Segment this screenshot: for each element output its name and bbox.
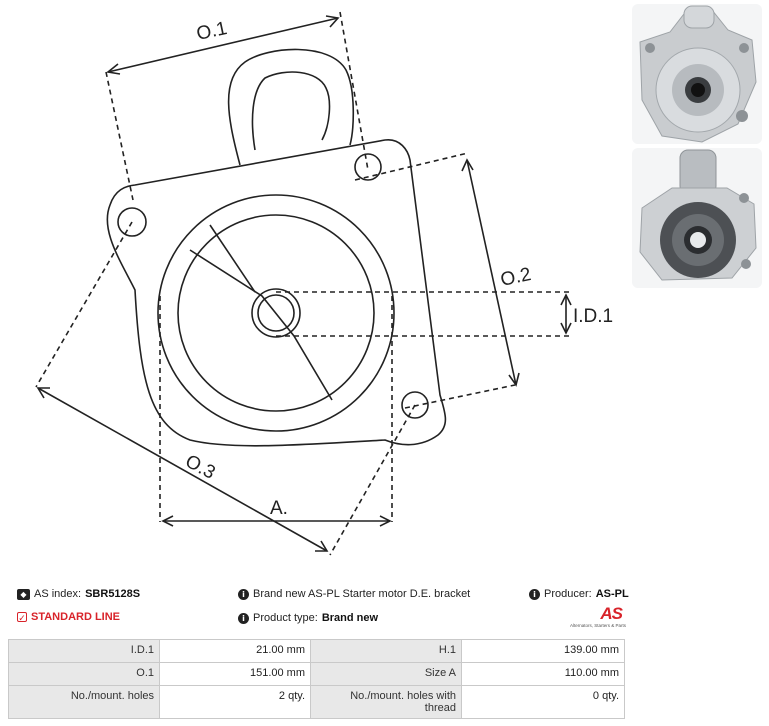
table-row: I.D.1 21.00 mm H.1 139.00 mm	[8, 639, 625, 663]
label-a: A.	[270, 498, 288, 519]
bracket-rear-photo	[632, 148, 762, 288]
bore-inner	[257, 294, 295, 332]
logo-tagline: Alternators, Starters & Parts	[569, 623, 626, 628]
spec-key: Size A	[310, 662, 462, 686]
description-text: Brand new AS-PL Starter motor D.E. brack…	[253, 588, 471, 600]
label-o2: O.2	[499, 264, 533, 291]
top-lug-outline	[227, 48, 355, 166]
product-type-label: Product type:	[253, 612, 318, 624]
table-row: O.1 151.00 mm Size A 110.00 mm	[8, 662, 625, 686]
mount-hole-top-right	[354, 153, 382, 181]
as-pl-logo: AS Alternators, Starters & Parts	[566, 604, 626, 630]
cutout-wedge	[189, 249, 333, 401]
as-index-label: AS index:	[34, 588, 82, 600]
producer-row: i Producer: AS-PL	[529, 588, 629, 600]
info-icon: i	[238, 612, 249, 624]
description-row: i Brand new AS-PL Starter motor D.E. bra…	[238, 588, 470, 600]
producer-value: AS-PL	[595, 588, 629, 600]
logo-mark: AS	[600, 604, 623, 623]
top-lug-hole	[251, 71, 331, 151]
label-id1: I.D.1	[573, 306, 613, 327]
as-index-value: SBR5128S	[85, 588, 141, 600]
check-square-icon: ✓	[17, 612, 27, 623]
producer-label: Producer:	[544, 588, 592, 600]
standard-line-label: STANDARD LINE	[31, 611, 121, 623]
spec-value: 21.00 mm	[159, 639, 311, 663]
bore-outer	[251, 288, 301, 338]
spec-key: O.1	[8, 662, 160, 686]
label-o3: O.3	[182, 451, 219, 484]
spec-value: 0 qty.	[461, 685, 625, 719]
tags-icon: ◆	[17, 588, 30, 600]
spec-table: I.D.1 21.00 mm H.1 139.00 mm O.1 151.00 …	[8, 639, 625, 719]
spec-key: I.D.1	[8, 639, 160, 663]
bracket-front-photo	[632, 4, 762, 144]
technical-drawing: O.1 O.2 O.3 I.D.1 A.	[35, 11, 613, 556]
bracket-body	[106, 139, 447, 447]
spec-value: 151.00 mm	[159, 662, 311, 686]
table-row: No./mount. holes 2 qty. No./mount. holes…	[8, 685, 625, 719]
spec-key: No./mount. holes	[8, 685, 160, 719]
housing-outer-ring	[157, 194, 395, 432]
product-type-row: i Product type: Brand new	[238, 612, 378, 624]
standard-line-row: ✓ STANDARD LINE	[17, 611, 120, 623]
spec-value: 139.00 mm	[461, 639, 625, 663]
spec-value: 110.00 mm	[461, 662, 625, 686]
as-index-row: ◆ AS index: SBR5128S	[17, 588, 140, 600]
mount-hole-bottom-right	[401, 391, 429, 419]
label-o1: O.1	[195, 18, 229, 45]
spec-key: H.1	[310, 639, 462, 663]
spec-key: No./mount. holes with thread	[310, 685, 462, 719]
info-icon: i	[238, 588, 249, 600]
product-type-value: Brand new	[321, 612, 379, 624]
spec-value: 2 qty.	[159, 685, 311, 719]
housing-inner-ring	[177, 214, 375, 412]
mount-hole-left	[117, 207, 147, 237]
info-icon: i	[529, 588, 540, 600]
